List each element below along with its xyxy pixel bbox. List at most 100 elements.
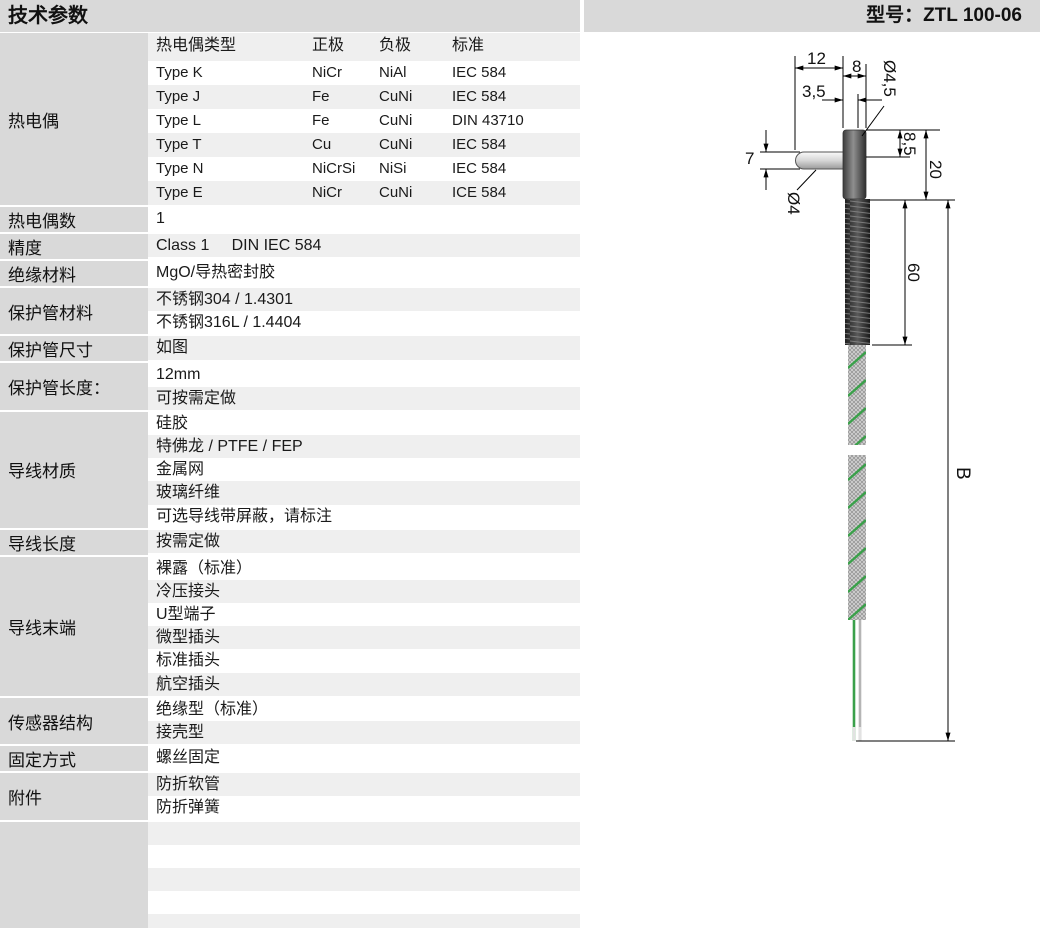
dim-label-3-5: 3,5: [802, 82, 826, 101]
braid-stripe: [848, 407, 866, 425]
spec-value: 绝缘型（标准）: [156, 700, 269, 718]
empty-label-cell: [0, 821, 148, 928]
spec-value: 不锈钢316L / 1.4404: [156, 314, 302, 332]
table-cell: Fe: [312, 88, 330, 105]
spec-label: 导线末端: [0, 556, 148, 696]
thermocouple-table-header: 热电偶类型 正极 负极 标准: [148, 33, 580, 61]
braid-segment-lower: [848, 455, 866, 620]
column-header: 正极: [312, 37, 345, 54]
spec-values: Class 1 DIN IEC 584: [148, 234, 580, 259]
empty-row: [148, 845, 580, 868]
dim-label-20: 20: [926, 160, 945, 179]
spec-values: 绝缘型（标准）接壳型: [148, 698, 580, 745]
spec-value: U型端子: [156, 606, 216, 624]
spec-value: 如图: [148, 336, 580, 360]
spec-value: 防折弹簧: [156, 799, 221, 817]
table-cell: Cu: [312, 136, 332, 153]
table-cell: NiAl: [379, 64, 407, 81]
dim-label-8: 8: [852, 57, 861, 76]
spec-group: 附件防折软管防折弹簧: [0, 773, 580, 822]
table-cell: IEC 584: [452, 64, 507, 81]
table-cell: Type N: [156, 160, 204, 177]
spec-value: 按需定做: [148, 529, 580, 553]
spec-label: 热电偶: [0, 33, 148, 205]
spec-label: 附件: [0, 773, 148, 820]
column-header: 标准: [452, 37, 485, 54]
table-cell: CuNi: [379, 184, 413, 201]
table-cell: DIN 43710: [452, 112, 524, 129]
braid-stripe: [848, 463, 866, 481]
spec-label: 保护管尺寸: [0, 336, 148, 362]
braid-green-stripes: [848, 351, 866, 620]
spec-group: 导线长度按需定做: [0, 529, 580, 557]
empty-row: [148, 867, 580, 892]
braid-stripe: [848, 379, 866, 397]
column-header: 负极: [379, 37, 412, 54]
table-cell: ICE 584: [452, 184, 507, 201]
table-cell: CuNi: [379, 88, 413, 105]
spec-value: 标准插头: [156, 652, 221, 670]
braid-stripe: [848, 491, 866, 509]
sensor-technical-drawing: 12 8 3,5 Ø4,5 8,5 20 7 Ø4 60 B: [745, 49, 973, 742]
table-cell: CuNi: [379, 136, 413, 153]
table-cell: NiSi: [379, 160, 407, 177]
spec-label: 保护管长度：: [0, 363, 148, 410]
dim-label-60: 60: [904, 263, 923, 282]
dim-label-8-5: 8,5: [900, 132, 919, 156]
dim-label-7: 7: [745, 149, 754, 168]
lead-wires: [852, 620, 862, 741]
leader-dia-4: [796, 169, 817, 191]
spec-value: 金属网: [156, 461, 205, 479]
dimension-lines: [760, 56, 955, 742]
spec-group: 保护管尺寸如图: [0, 336, 580, 364]
spec-value: 玻璃纤维: [148, 481, 580, 505]
dim-label-b: B: [952, 467, 973, 480]
spec-value: 防折软管: [148, 773, 580, 797]
spec-value: 螺丝固定: [156, 749, 221, 767]
column-header: 热电偶类型: [156, 37, 237, 54]
spec-value: 1: [156, 210, 165, 227]
table-cell: IEC 584: [452, 88, 507, 105]
spec-value: 航空插头: [148, 672, 580, 696]
spec-group: 绝缘材料 MgO/导热密封胶: [0, 261, 580, 288]
table-cell: Type L: [156, 112, 202, 129]
empty-row: [148, 891, 580, 914]
spec-label: 绝缘材料: [0, 261, 148, 286]
connector-head: [842, 129, 867, 200]
leader-dia-4-5: [861, 105, 885, 137]
spec-values: 如图: [148, 336, 580, 361]
empty-row: [148, 821, 580, 845]
model-number: 型号：ZTL 100-06: [866, 5, 1022, 26]
spec-label: 导线材质: [0, 411, 148, 528]
spec-values: 不锈钢304 / 1.4301 不锈钢316L / 1.4404: [148, 288, 580, 334]
spec-value: Class 1 DIN IEC 584: [148, 234, 580, 258]
spec-value: 硅胶: [156, 414, 189, 432]
table-cell: IEC 584: [452, 136, 507, 153]
spec-value: 裸露（标准）: [156, 559, 253, 577]
spec-values: 防折软管防折弹簧: [148, 773, 580, 819]
section-title-bar: 技术参数: [0, 0, 580, 32]
spec-value: 可选导线带屏蔽，请标注: [156, 507, 333, 525]
spec-value: MgO/导热密封胶: [156, 264, 276, 281]
spec-value: 12mm: [156, 366, 201, 384]
table-cell: Fe: [312, 112, 330, 129]
connector-pin: [795, 151, 846, 170]
spec-values: 螺丝固定: [148, 746, 580, 771]
braided-cable: [848, 345, 866, 620]
spec-value: 不锈钢304 / 1.4301: [148, 288, 580, 312]
dim-label-dia-4-5: Ø4,5: [880, 60, 899, 97]
table-cell: NiCr: [312, 64, 342, 81]
spec-label: 精度: [0, 234, 148, 259]
model-bar: 型号：ZTL 100-06: [584, 0, 1040, 32]
